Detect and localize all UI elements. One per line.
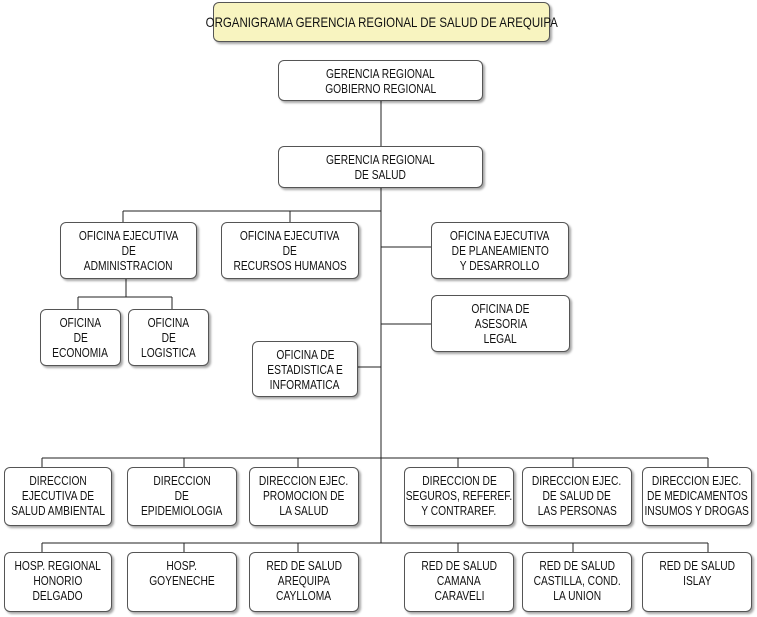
org-node-label-line: OFICINA DE	[471, 302, 530, 316]
org-node-label-line: Y DESARROLLO	[460, 259, 540, 273]
org-node-label-line: DIRECCION EJEC.	[532, 474, 622, 488]
org-node-label-line: HOSP.	[166, 559, 198, 573]
org-node-label-line: LOGISTICA	[141, 346, 196, 360]
org-node-label-line: LEGAL	[483, 332, 518, 346]
org-node-label-line: GOYENECHE	[149, 574, 215, 588]
org-node-label-line: GOBIERNO REGIONAL	[324, 82, 437, 96]
org-node-label-line: DE SALUD	[354, 168, 407, 182]
org-node-label-line: CARAVELI	[434, 589, 484, 603]
org-node-label-line: OFICINA DE	[275, 348, 335, 362]
org-node-label-line: ASESORIA	[474, 317, 527, 331]
org-node-label-line: AREQUIPA	[277, 574, 331, 588]
org-node-label-line: HONORIO	[33, 574, 83, 588]
org-node-label-line: ADMINISTRACION	[84, 259, 173, 273]
org-node-label-line: LAS PERSONAS	[537, 504, 617, 518]
org-node-label-line: DELGADO	[32, 589, 84, 603]
org-node-label-line: DE SALUD DE	[542, 489, 612, 503]
org-node-label-line: DE	[174, 489, 190, 503]
org-node-label-line: OFICINA EJECUTIVA	[78, 229, 179, 243]
org-node-label-line: CAYLLOMA	[276, 589, 332, 603]
org-node-label-line: GERENCIA REGIONAL	[326, 67, 435, 81]
chart-title-text: ORGANIGRAMA GERENCIA REGIONAL DE SALUD D…	[205, 13, 558, 30]
org-node-label-line: DIRECCION DE	[421, 474, 497, 488]
org-node-label-line: LA UNION	[553, 589, 601, 603]
org-node-label-line: SALUD AMBIENTAL	[11, 504, 105, 518]
org-node-label-line: GERENCIA REGIONAL	[326, 153, 435, 167]
org-node-label-line: DIRECCION EJEC.	[652, 474, 742, 488]
org-node-label-line: ISLAY	[682, 574, 712, 588]
org-node-label-line: RED DE SALUD	[421, 559, 497, 573]
org-node-label-line: DIRECCION EJEC.	[259, 474, 349, 488]
org-node-label-line: DIRECCION	[29, 474, 87, 488]
org-node-label-line: DE	[73, 331, 88, 345]
org-node-label-line: DIRECCION	[153, 474, 211, 488]
org-node-label-line: RED DE SALUD	[539, 559, 615, 573]
org-node-label-line: PROMOCION DE	[263, 489, 345, 503]
org-node-hosp-goyeneche: HOSP.GOYENECHE	[127, 552, 237, 612]
org-node-label-line: OFICINA	[147, 316, 190, 330]
org-node-label-line: DE MEDICAMENTOS	[646, 489, 748, 503]
org-node-label-line: Y CONTRAREF.	[421, 504, 497, 518]
org-node-label-line: HOSP. REGIONAL	[14, 559, 102, 573]
org-node-label-line: INFORMATICA	[270, 378, 340, 392]
org-node-label-line: ESTADISTICA E	[267, 363, 343, 377]
org-node-label-line: RECURSOS HUMANOS	[233, 259, 347, 273]
org-node-label-line: RED DE SALUD	[659, 559, 735, 573]
org-node-label-line: DE PLANEAMIENTO	[451, 244, 549, 258]
org-node-label-line: LA SALUD	[279, 504, 329, 518]
org-node-label-line: OFICINA	[59, 316, 102, 330]
org-node-label-line: DE	[161, 331, 176, 345]
org-node-label-line: CAMANA	[437, 574, 481, 588]
org-node-label-line: EJECUTIVA DE	[21, 489, 95, 503]
org-node-label-line: SEGUROS, REFEREF.	[405, 489, 513, 503]
org-node-label-line: OFICINA EJECUTIVA	[450, 229, 550, 243]
org-node-label-line: EPIDEMIOLOGIA	[141, 504, 223, 518]
org-node-label-line: DE	[121, 244, 136, 258]
org-node-label-line: DE	[282, 244, 298, 258]
chart-title: ORGANIGRAMA GERENCIA REGIONAL DE SALUD D…	[205, 2, 558, 42]
org-node-label-line: ECONOMIA	[52, 346, 109, 360]
org-node-label-line: OFICINA EJECUTIVA	[240, 229, 340, 243]
org-node-label-line: RED DE SALUD	[266, 559, 342, 573]
org-node-label-line: INSUMOS Y DROGAS	[644, 504, 750, 518]
org-node-label-line: CASTILLA, COND.	[533, 574, 621, 588]
